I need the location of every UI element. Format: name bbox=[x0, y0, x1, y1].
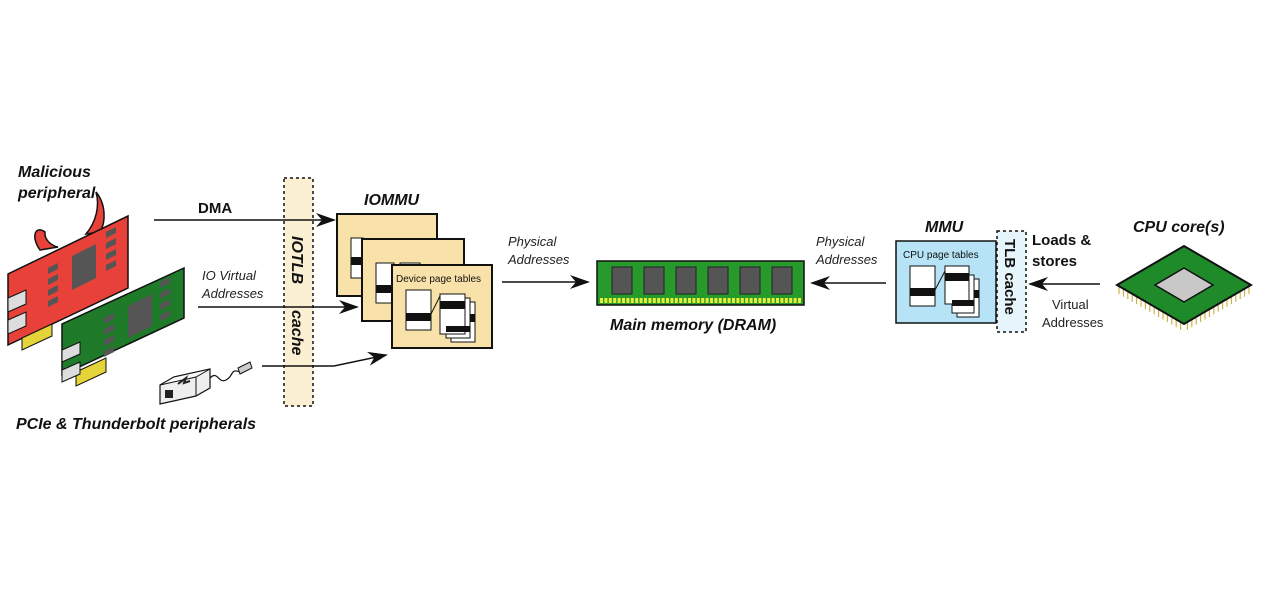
dram-pin bbox=[600, 298, 603, 303]
iotlb-cache: IOTLB cache bbox=[283, 177, 314, 407]
io-virtual-line1: IO Virtual bbox=[202, 268, 257, 283]
physical-left-line1: Physical bbox=[508, 234, 558, 249]
dram-pin bbox=[723, 298, 727, 303]
cpu-page-tables-label: CPU page tables bbox=[903, 250, 979, 261]
dram-pin bbox=[679, 298, 683, 303]
dram-pin bbox=[648, 298, 652, 303]
cpu-label: CPU core(s) bbox=[1133, 219, 1225, 236]
dram-pin bbox=[666, 298, 669, 303]
dma-label: DMA bbox=[198, 200, 232, 217]
dram-pin bbox=[771, 298, 775, 303]
dram-pin bbox=[635, 298, 639, 303]
dram-pin bbox=[705, 298, 709, 303]
malicious-peripheral-label: Malicious peripheral bbox=[17, 164, 96, 202]
dram-pin bbox=[732, 298, 735, 303]
malicious-pcie-card-icon bbox=[7, 191, 129, 351]
dram-pin bbox=[701, 298, 705, 303]
virtual-line2: Addresses bbox=[1042, 315, 1104, 330]
main-memory-label: Main memory (DRAM) bbox=[610, 317, 776, 334]
dram-pin bbox=[622, 298, 625, 303]
cpu-page-tables-icon bbox=[909, 265, 980, 318]
dram-pin bbox=[644, 298, 647, 303]
dram-pin bbox=[630, 298, 634, 303]
mmu-box: CPU page tables bbox=[895, 240, 997, 324]
iommu-box: Device page tables bbox=[336, 213, 493, 349]
peripherals-caption: PCIe & Thunderbolt peripherals bbox=[16, 416, 256, 433]
dram-pin bbox=[652, 298, 656, 303]
dram-pin bbox=[736, 298, 740, 303]
dram-pin bbox=[762, 298, 766, 303]
dram-pin bbox=[661, 298, 665, 303]
dram-pin bbox=[780, 298, 784, 303]
dram-pin bbox=[670, 298, 674, 303]
loads-stores-line2: stores bbox=[1032, 253, 1077, 270]
dram-pin bbox=[617, 298, 621, 303]
tlb-cache: TLB cache bbox=[996, 230, 1027, 333]
dram-pin bbox=[639, 298, 643, 303]
io-virtual-line2: Addresses bbox=[201, 286, 264, 301]
dram-pin bbox=[767, 298, 771, 303]
iommu-title: IOMMU bbox=[364, 192, 420, 209]
physical-right-line1: Physical bbox=[816, 234, 866, 249]
dram-pin bbox=[789, 298, 793, 303]
dram-pins bbox=[600, 298, 801, 303]
thunderbolt-arrow bbox=[262, 351, 388, 367]
dram-pin bbox=[613, 298, 617, 303]
dram-pin bbox=[626, 298, 630, 303]
dram-pin bbox=[608, 298, 612, 303]
mmu-title: MMU bbox=[925, 219, 964, 236]
dram-pin bbox=[745, 298, 749, 303]
dram-pin bbox=[683, 298, 687, 303]
tlb-cache-label: TLB cache bbox=[1001, 239, 1018, 315]
cpu-pins bbox=[1118, 287, 1250, 330]
dram-pin bbox=[776, 298, 779, 303]
malicious-label-line1: Malicious bbox=[18, 164, 91, 181]
dram-module-icon bbox=[596, 260, 805, 306]
dram-pin bbox=[692, 298, 696, 303]
dram-pin bbox=[657, 298, 661, 303]
dram-pin bbox=[758, 298, 762, 303]
thunderbolt-adapter-icon bbox=[159, 361, 253, 405]
virtual-line1: Virtual bbox=[1052, 297, 1089, 312]
dram-pin bbox=[696, 298, 700, 303]
cpu-chip-icon bbox=[1115, 244, 1253, 330]
loads-stores-line1: Loads & bbox=[1032, 232, 1091, 249]
dram-pin bbox=[740, 298, 744, 303]
dram-pin bbox=[749, 298, 753, 303]
pcie-card-icon bbox=[61, 266, 185, 387]
dram-pin bbox=[727, 298, 731, 303]
dram-pin bbox=[754, 298, 757, 303]
iotlb-label: IOTLB bbox=[288, 236, 305, 284]
physical-left-line2: Addresses bbox=[507, 252, 570, 267]
dram-pin bbox=[688, 298, 691, 303]
device-page-tables-label: Device page tables bbox=[396, 274, 481, 285]
iotlb-cache-label: cache bbox=[288, 310, 305, 355]
dram-pin bbox=[718, 298, 722, 303]
dram-pin bbox=[674, 298, 678, 303]
dram-pin bbox=[798, 298, 801, 303]
dram-pin bbox=[710, 298, 713, 303]
dram-pin bbox=[784, 298, 788, 303]
malicious-label-line2: peripheral bbox=[17, 185, 96, 202]
dram-pin bbox=[793, 298, 797, 303]
dram-pin bbox=[714, 298, 718, 303]
device-page-tables-icon bbox=[405, 289, 476, 343]
physical-right-line2: Addresses bbox=[815, 252, 878, 267]
dram-pin bbox=[604, 298, 608, 303]
